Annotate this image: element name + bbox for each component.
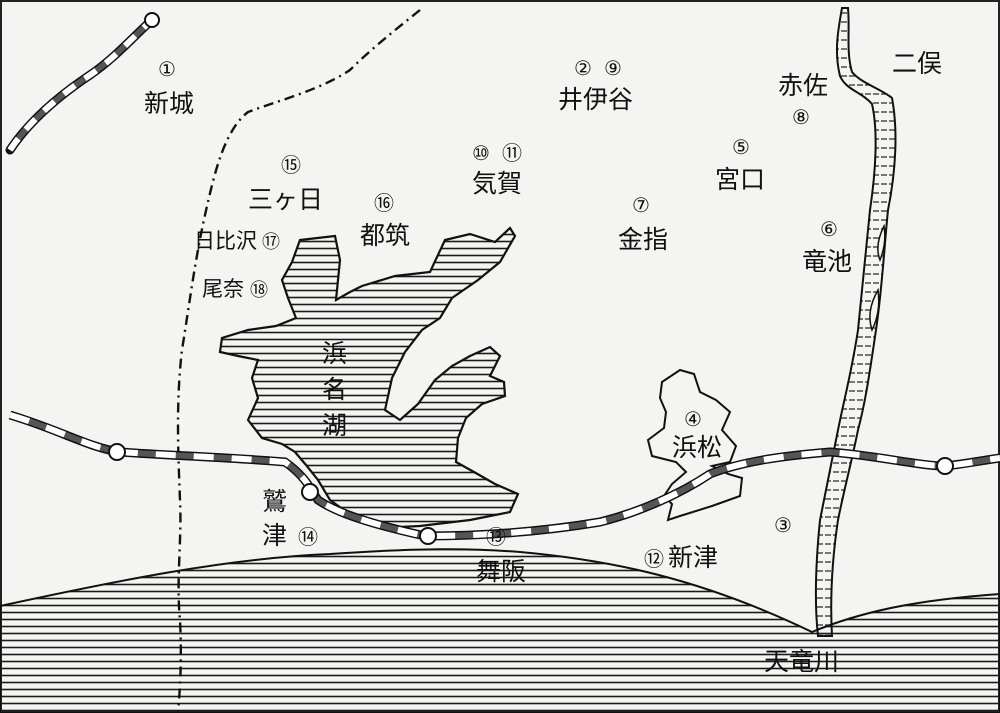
marker-5: ⑤: [732, 135, 750, 159]
marker-8: ⑧: [792, 105, 810, 129]
river-island: [869, 287, 880, 332]
marker-9: ⑨: [604, 56, 622, 80]
marker-12: ⑫: [644, 547, 664, 571]
place-kanasashi: 金指: [618, 225, 668, 254]
marker-3: ③: [774, 513, 792, 537]
lake-label-1: 浜: [322, 339, 347, 368]
lake-hamana: [218, 226, 520, 530]
railway-iida-line: [5, 15, 157, 155]
place-kiga: 気賀: [472, 169, 522, 198]
river-island: [877, 223, 886, 263]
lake-label-2: 名: [322, 375, 347, 404]
prefectural-boundary: [176, 9, 421, 713]
place-akasa: 赤佐: [778, 71, 828, 100]
place-shinshiro: 新城: [144, 89, 194, 118]
place-ryuchi: 竜池: [802, 247, 852, 276]
place-ona: 尾奈: [202, 277, 244, 301]
railway-tokaido-line: [8, 410, 1000, 541]
marker-13: ⑬: [486, 525, 506, 549]
station-west: [108, 443, 126, 461]
place-tenryugawa: 天竜川: [764, 647, 839, 676]
hamamatsu-city-outline: [646, 368, 744, 522]
lake-label-3: 湖: [322, 411, 347, 440]
place-mikkabi: 三ヶ日: [248, 185, 323, 214]
place-maisaka: 舞阪: [476, 557, 526, 586]
tenryu-river: [814, 7, 897, 637]
marker-11: ⑪: [502, 141, 522, 165]
marker-17: ⑰: [262, 232, 280, 253]
station-east: [936, 457, 954, 475]
place-tsuzuki: 都筑: [360, 221, 410, 250]
place-hamamatsu: 浜松: [672, 433, 722, 462]
marker-2: ②: [574, 56, 592, 80]
place-hijisawa: 日比沢: [194, 229, 257, 253]
place-washizu-1: 鷲: [262, 487, 287, 516]
marker-1: ①: [158, 57, 176, 81]
marker-14: ⑭: [298, 525, 318, 549]
marker-10: ⑩: [472, 141, 490, 165]
station-shinshiro: [144, 12, 160, 28]
marker-16: ⑯: [374, 191, 394, 215]
marker-6: ⑥: [820, 217, 838, 241]
marker-18: ⑱: [250, 280, 268, 301]
place-iinoya: 井伊谷: [558, 85, 633, 114]
marker-15: ⑮: [281, 153, 301, 177]
sea: [0, 548, 1000, 713]
place-miyaguchi: 宮口: [715, 165, 765, 194]
place-shinzu: 新津: [668, 543, 718, 572]
station-maisaka: [419, 527, 437, 545]
marker-7: ⑦: [632, 193, 650, 217]
marker-4: ④: [684, 407, 702, 431]
place-washizu-2: 津: [262, 521, 287, 550]
station-washizu: [301, 483, 319, 501]
place-futamata: 二俣: [892, 49, 942, 78]
